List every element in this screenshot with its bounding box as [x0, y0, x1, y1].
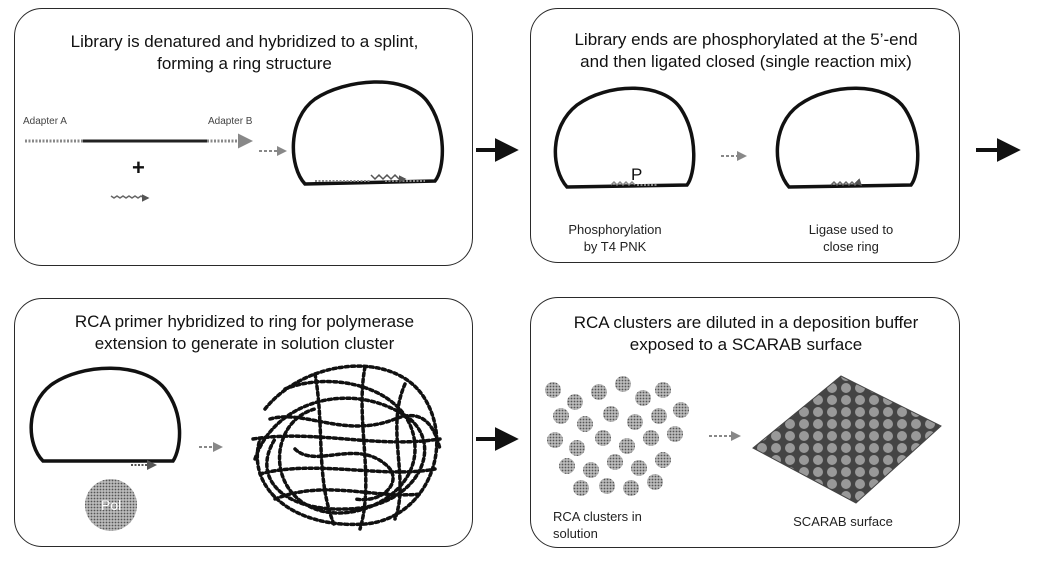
rca-cluster-blob: [559, 458, 575, 474]
rca-cluster-blob: [547, 432, 563, 448]
rca-cluster-blob: [583, 462, 599, 478]
rca-cluster-blob: [655, 452, 671, 468]
rca-cluster-blob: [545, 382, 561, 398]
scarab-surface: [752, 375, 942, 504]
polymerase-icon: [85, 479, 137, 531]
panel-rca-extension: RCA primer hybridized to ring for polyme…: [14, 298, 473, 547]
caption-scarab-surface: SCARAB surface: [793, 514, 893, 529]
rca-cluster: [251, 364, 442, 531]
ring-right-splint: [830, 178, 863, 187]
ring-structure: [29, 366, 182, 463]
rca-cluster-blob: [627, 414, 643, 430]
rca-cluster-blob: [651, 408, 667, 424]
splint-oligo: [110, 194, 150, 202]
rca-cluster-blob: [647, 474, 663, 490]
caption-rca-clusters: RCA clusters in solution: [553, 509, 642, 541]
rca-cluster-blob: [599, 478, 615, 494]
rca-cluster-blob: [631, 460, 647, 476]
panel-title: Library is denatured and hybridized to a…: [70, 32, 419, 73]
rca-cluster-blob: [595, 430, 611, 446]
rca-diagram: [29, 364, 442, 531]
rca-cluster-blob: [643, 430, 659, 446]
caption-ligation: Ligase used to close ring: [808, 222, 894, 254]
ring-right: [775, 86, 920, 189]
caption-phosphorylation: Phosphorylation by T4 PNK: [568, 222, 662, 254]
adapter-b-label: Adapter B: [208, 116, 253, 127]
rca-cluster-blob: [667, 426, 683, 442]
rca-cluster-blob: [603, 406, 619, 422]
rca-cluster-blob: [573, 480, 589, 496]
ring-left: [553, 86, 696, 189]
rca-cluster-blob: [655, 382, 671, 398]
clusters-in-solution: [545, 376, 689, 496]
rca-cluster-blob: [673, 402, 689, 418]
rca-cluster-blob: [615, 376, 631, 392]
plus-sign: +: [132, 155, 145, 180]
rca-cluster-blob: [607, 454, 623, 470]
rca-cluster-blob: [619, 438, 635, 454]
adapter-a-label: Adapter A: [23, 116, 67, 127]
panel-title: RCA clusters are diluted in a deposition…: [573, 313, 919, 354]
panel-title: Library ends are phosphorylated at the 5…: [574, 30, 918, 71]
rca-cluster-blob: [591, 384, 607, 400]
phosphate-label: P: [631, 165, 643, 184]
rca-cluster-blob: [553, 408, 569, 424]
rca-cluster-blob: [567, 394, 583, 410]
rca-cluster-blob: [569, 440, 585, 456]
ring-structure: [291, 80, 445, 186]
panel-deposition: RCA clusters are diluted in a deposition…: [530, 297, 960, 548]
deposition-diagram: [545, 375, 942, 504]
ring-splint: [370, 173, 407, 183]
panel-title: RCA primer hybridized to ring for polyme…: [74, 312, 415, 353]
panel-phosphorylation-ligation: Library ends are phosphorylated at the 5…: [530, 8, 960, 263]
library-strand-diagram: [25, 80, 445, 202]
rca-cluster-blob: [623, 480, 639, 496]
polymerase-label: Pol: [101, 497, 122, 513]
ring-left-splint: [610, 180, 636, 187]
rca-cluster-blob: [635, 390, 651, 406]
panel-hybridization: Library is denatured and hybridized to a…: [14, 8, 473, 266]
ligation-diagram: [553, 86, 920, 189]
rca-cluster-blob: [577, 416, 593, 432]
